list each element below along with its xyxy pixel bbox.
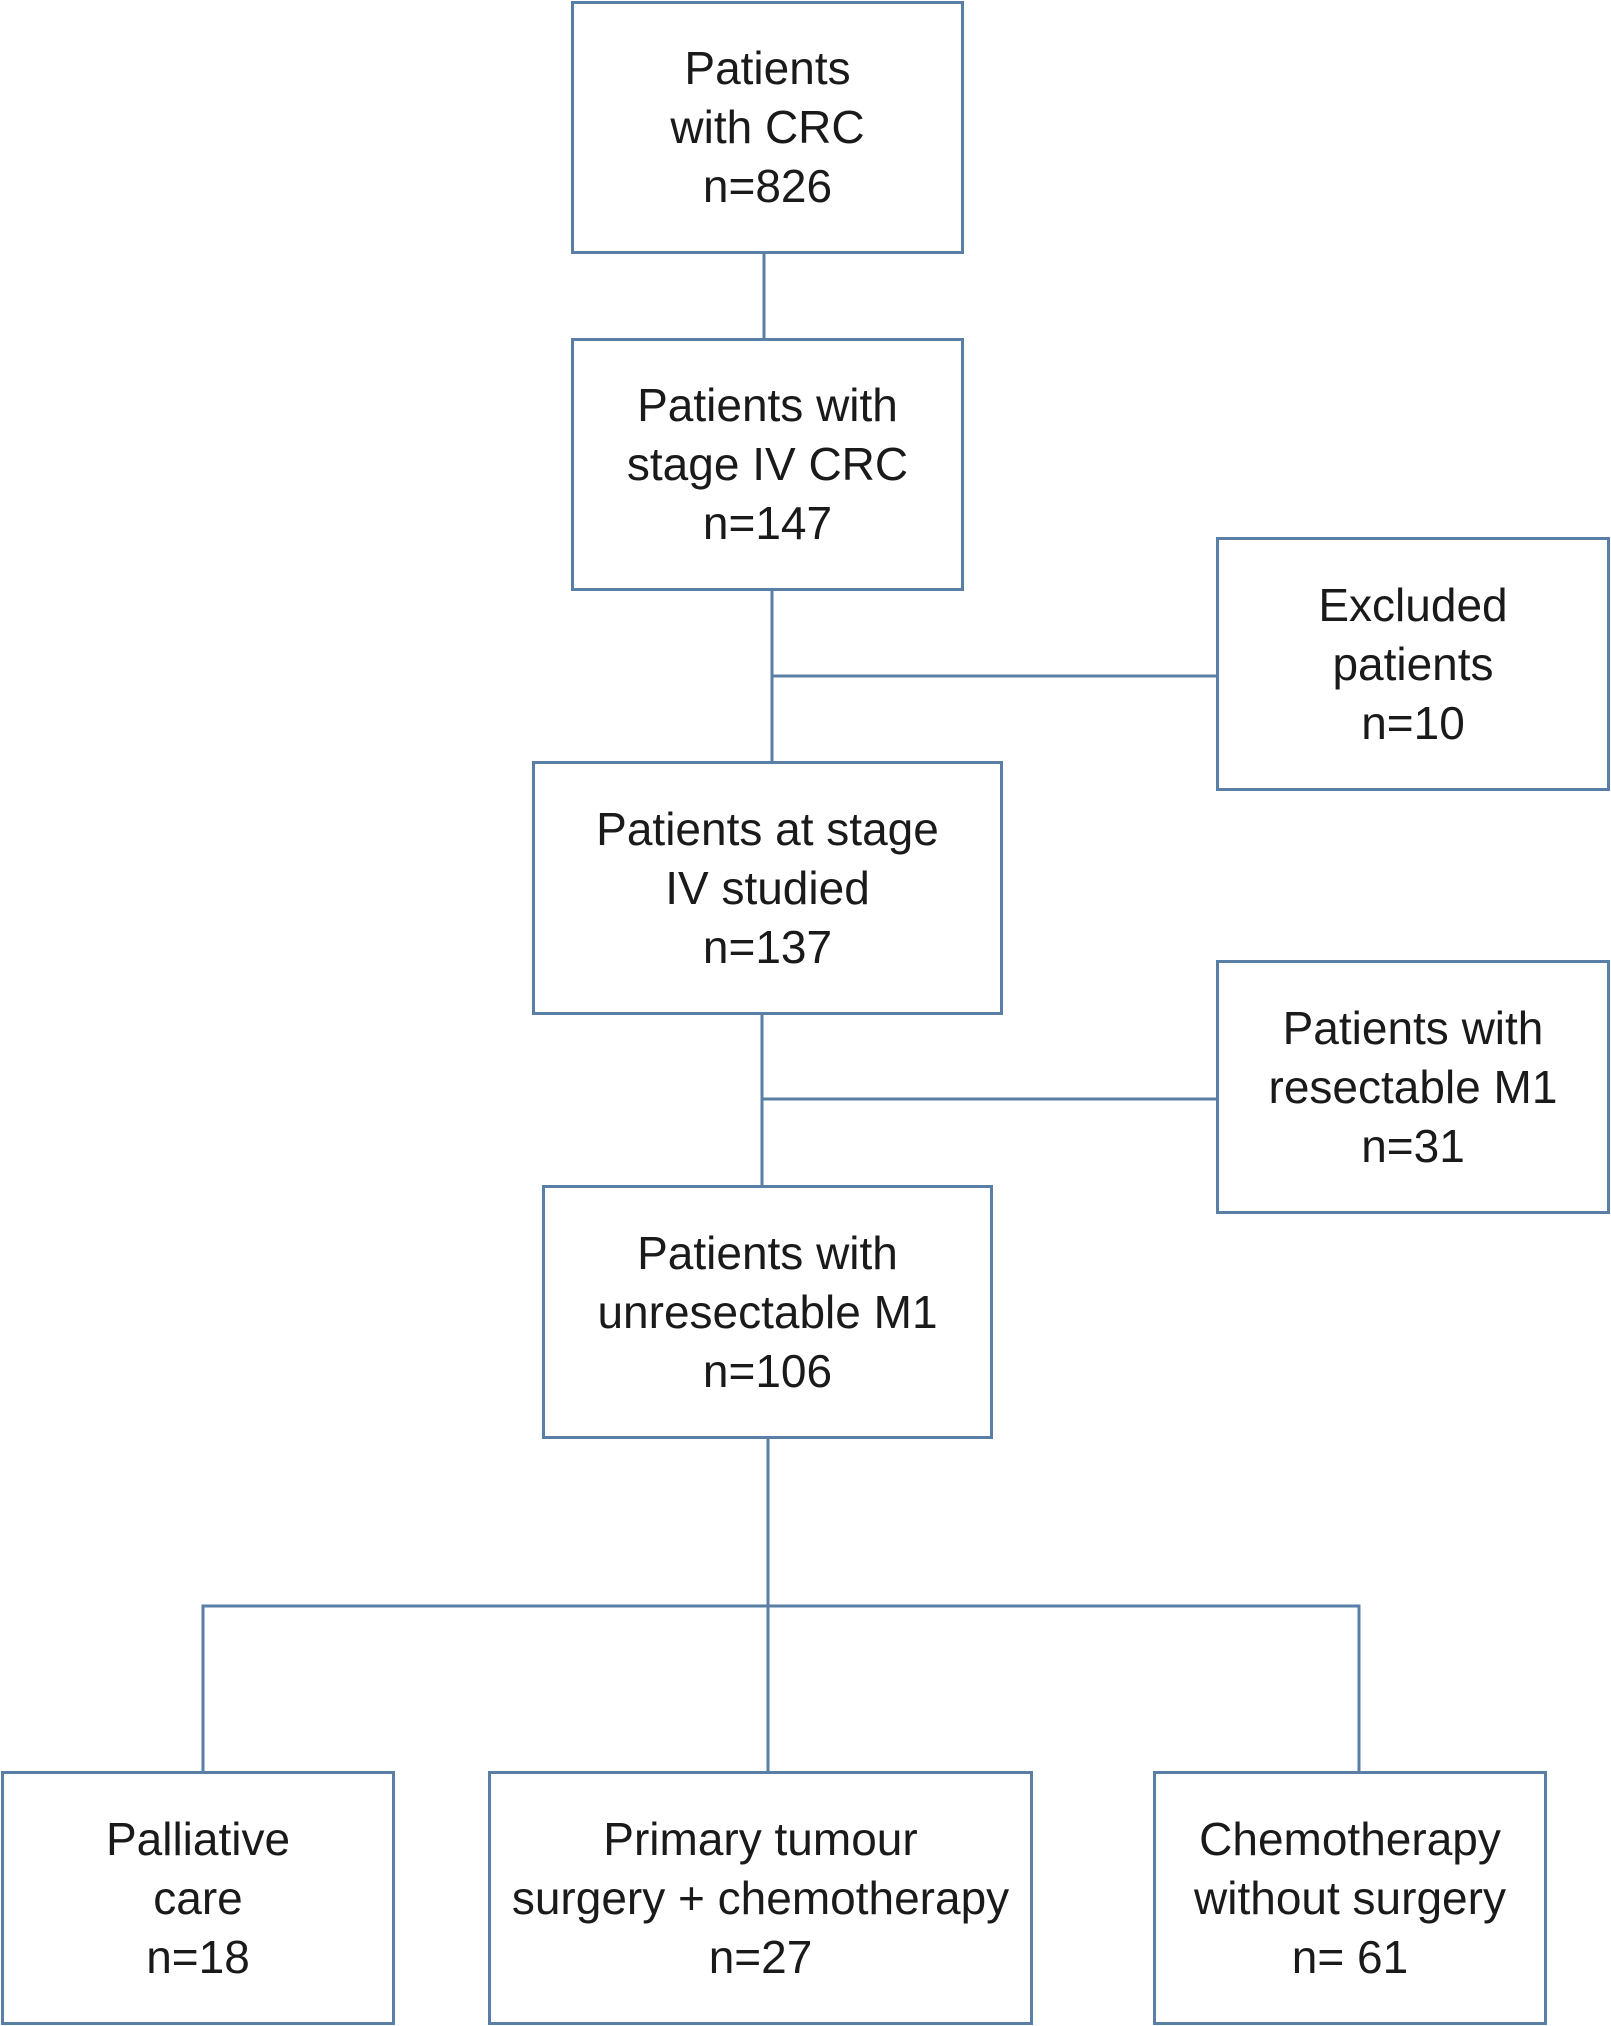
box-count: n=18	[146, 1930, 250, 1983]
box-line: with CRC	[670, 101, 865, 153]
box-line: stage IV CRC	[626, 438, 909, 490]
box-surgery-plus-chemotherapy: Primary tumour surgery + chemotherapy n=…	[488, 1771, 1033, 2025]
box-line: Chemotherapy	[1199, 1812, 1501, 1865]
box-chemotherapy-without-surgery: Chemotherapy without surgery n= 61	[1153, 1771, 1547, 2025]
box-patients-with-crc: Patients with CRC n=826	[571, 1, 964, 254]
box-line: Patients with	[637, 379, 898, 431]
box-line: patients	[1332, 637, 1494, 690]
box-line: care	[153, 1871, 243, 1924]
box-line: unresectable M1	[597, 1285, 938, 1338]
box-stage-iv-studied: Patients at stage IV studied n=137	[532, 761, 1003, 1015]
box-patients-stage-iv: Patients with stage IV CRC n=147	[571, 338, 964, 591]
box-count: n=31	[1361, 1119, 1465, 1172]
box-count: n=10	[1361, 696, 1465, 749]
box-line: Palliative	[105, 1812, 291, 1865]
box-count: n=106	[702, 1344, 833, 1397]
box-line: Patients at stage	[596, 802, 939, 855]
box-line: Excluded	[1318, 578, 1508, 631]
box-resectable-m1: Patients with resectable M1 n=31	[1216, 960, 1610, 1214]
box-line: Patients with	[637, 1226, 898, 1279]
box-count: n=826	[702, 160, 833, 212]
box-count: n=27	[708, 1930, 813, 1983]
box-unresectable-m1: Patients with unresectable M1 n=106	[542, 1185, 993, 1439]
box-line: surgery + chemotherapy	[511, 1871, 1010, 1924]
box-line: Patients with	[1282, 1001, 1544, 1054]
box-excluded-patients: Excluded patients n=10	[1216, 537, 1610, 791]
box-line: Patients	[684, 42, 851, 94]
box-count: n=147	[702, 497, 833, 549]
box-line: without surgery	[1194, 1871, 1506, 1924]
box-line: resectable M1	[1268, 1060, 1558, 1113]
box-line: Primary tumour	[603, 1812, 918, 1865]
box-count: n=137	[702, 920, 833, 973]
box-line: IV studied	[665, 861, 870, 914]
box-count: n= 61	[1291, 1930, 1409, 1983]
box-palliative-care: Palliative care n=18	[1, 1771, 395, 2025]
